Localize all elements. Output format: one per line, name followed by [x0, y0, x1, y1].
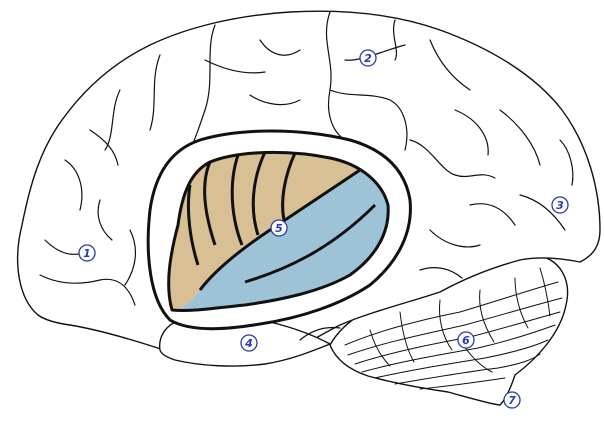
marker-7-label: 7 — [508, 394, 516, 407]
insula-lower-region — [172, 170, 389, 311]
marker-6-label: 6 — [462, 334, 470, 347]
marker-6: 6 — [457, 331, 475, 349]
marker-2: 2 — [359, 49, 377, 67]
marker-4-label: 4 — [244, 337, 253, 350]
marker-4: 4 — [240, 334, 258, 352]
marker-3: 3 — [551, 196, 569, 214]
marker-7: 7 — [503, 391, 521, 409]
marker-5: 5 — [270, 219, 288, 237]
marker-1: 1 — [78, 244, 96, 262]
cerebellum — [329, 254, 569, 406]
marker-1-label: 1 — [83, 247, 91, 260]
sulci — [39, 11, 574, 341]
marker-5-label: 5 — [275, 222, 283, 235]
marker-2-label: 2 — [364, 52, 372, 65]
marker-3-label: 3 — [556, 199, 564, 212]
